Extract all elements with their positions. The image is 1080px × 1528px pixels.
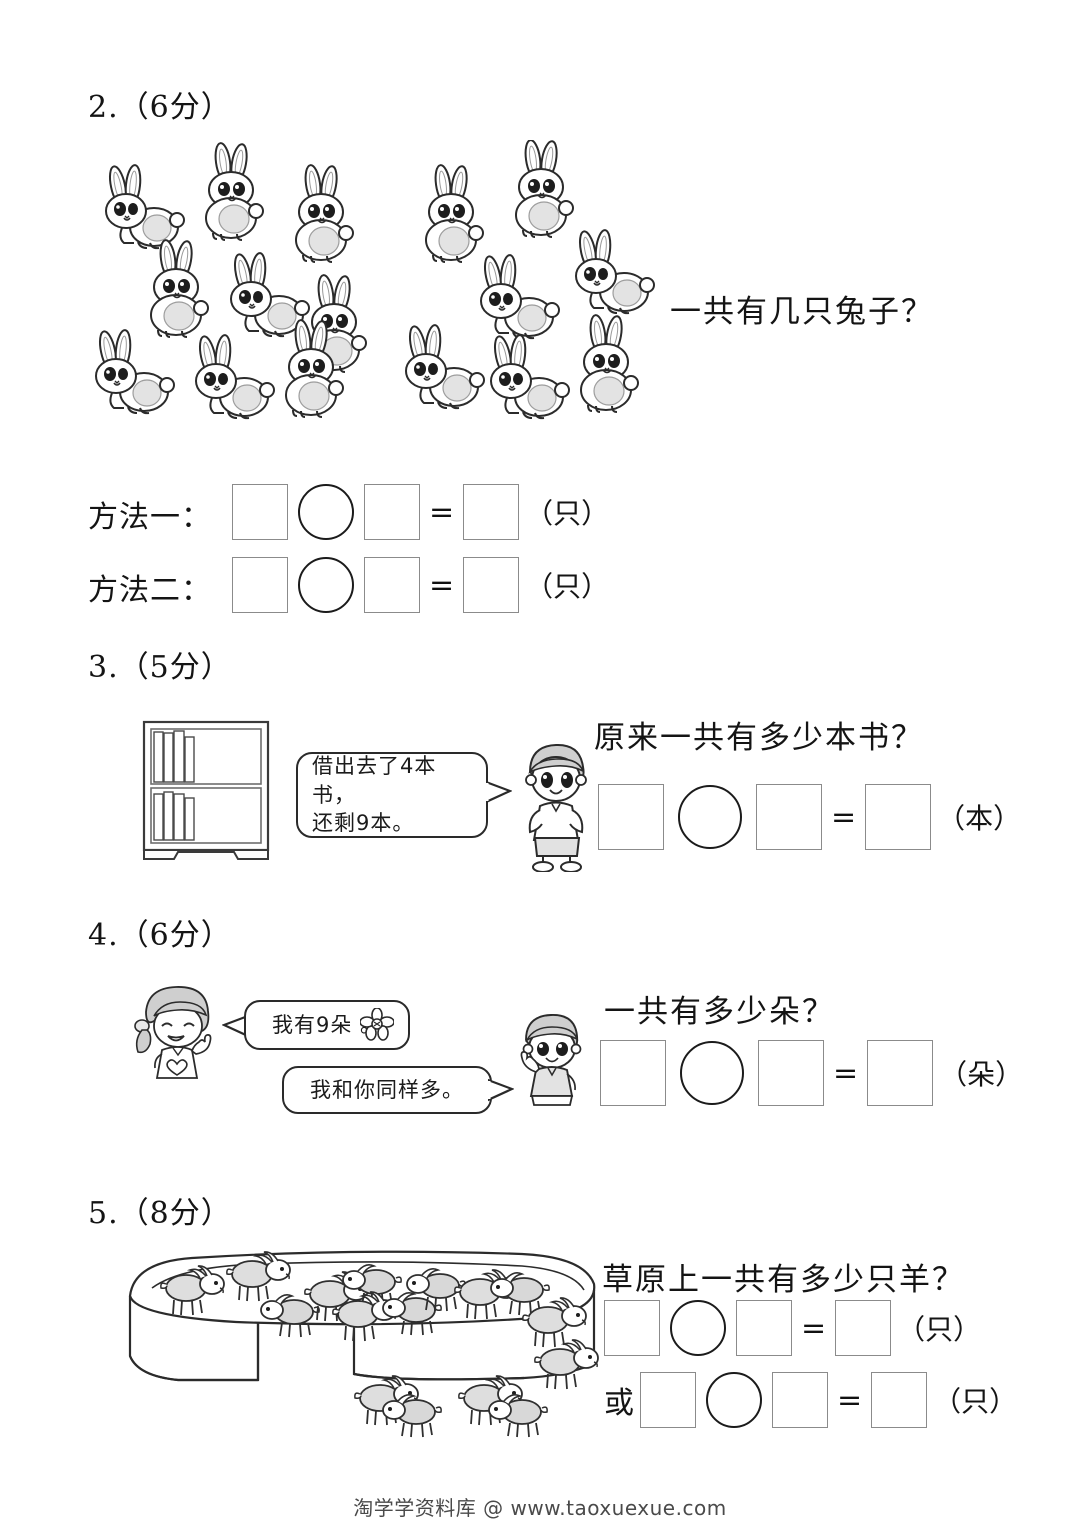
alternative-label: 或: [604, 1386, 634, 1421]
answer-row-method-one[interactable]: = （只）: [232, 484, 609, 540]
answer-box[interactable]: [736, 1300, 792, 1356]
question-2-number: 2.（6分）: [88, 90, 232, 125]
operator-circle[interactable]: [670, 1300, 726, 1356]
operator-circle[interactable]: [298, 484, 354, 540]
question-2-prompt: 一共有几只兔子？: [670, 294, 934, 330]
answer-box[interactable]: [364, 557, 420, 613]
result-box[interactable]: [463, 557, 520, 613]
answer-box[interactable]: [364, 484, 420, 540]
operator-circle[interactable]: [680, 1041, 744, 1105]
answer-box[interactable]: [772, 1372, 828, 1428]
equals-sign: =: [831, 799, 857, 835]
answer-box[interactable]: [232, 484, 288, 540]
result-box[interactable]: [463, 484, 520, 540]
site-footer: 淘学学资料库 @ www.taoxuexue.com: [353, 1496, 727, 1520]
result-box[interactable]: [865, 784, 932, 850]
rabbits-illustration: [78, 140, 658, 450]
answer-row-method-two[interactable]: = （只）: [232, 557, 609, 613]
answer-row-q3[interactable]: = （本）: [598, 784, 1021, 850]
result-box[interactable]: [835, 1300, 892, 1356]
unit-label: （本）: [937, 802, 1022, 835]
equals-sign: =: [429, 494, 455, 530]
unit-label: （只）: [525, 497, 610, 530]
answer-box[interactable]: [600, 1040, 666, 1106]
unit-label: （只）: [525, 570, 610, 603]
answer-box[interactable]: [232, 557, 288, 613]
question-4-prompt: 一共有多少朵？: [604, 994, 835, 1030]
question-5-prompt: 草原上一共有多少只羊？: [602, 1262, 965, 1298]
equals-sign: =: [429, 567, 455, 603]
flower-icon: [360, 1008, 394, 1042]
result-box[interactable]: [871, 1372, 928, 1428]
unit-label: （只）: [897, 1313, 982, 1346]
girl-figure-q4: [122, 982, 234, 1094]
bookshelf-illustration: [138, 718, 278, 863]
bubble-text-boy: 我和你同样多。: [310, 1077, 464, 1102]
equals-sign: =: [801, 1310, 827, 1346]
answer-row-q5-second[interactable]: 或 = （只）: [604, 1372, 1017, 1428]
answer-row-q4[interactable]: = （朵）: [600, 1040, 1023, 1106]
operator-circle[interactable]: [678, 785, 742, 849]
question-3-prompt: 原来一共有多少本书？: [594, 720, 924, 756]
answer-box[interactable]: [640, 1372, 696, 1428]
bubble-tail-boy: [488, 1076, 514, 1104]
question-4-number: 4.（6分）: [88, 918, 232, 953]
boy-figure-q4: [512, 1012, 592, 1110]
answer-box[interactable]: [756, 784, 822, 850]
answer-box[interactable]: [758, 1040, 824, 1106]
bubble-tail-q3: [486, 778, 512, 806]
answer-row-q5-first[interactable]: = （只）: [604, 1300, 981, 1356]
answer-box[interactable]: [598, 784, 664, 850]
sheep-pen-illustration: [118, 1248, 608, 1463]
boy-speech-bubble: 我和你同样多。: [282, 1066, 492, 1114]
question-5-number: 5.（8分）: [88, 1196, 232, 1231]
result-box[interactable]: [867, 1040, 934, 1106]
unit-label: （朵）: [939, 1058, 1024, 1091]
unit-label: （只）: [933, 1385, 1018, 1418]
boy-figure-q3: [514, 738, 598, 872]
method-two-label: 方法二：: [88, 573, 212, 608]
bookshelf-speech-bubble: 借出去了4本书， 还剩9本。: [296, 752, 488, 838]
bubble-text: 借出去了4本书， 还剩9本。: [312, 754, 437, 836]
operator-circle[interactable]: [298, 557, 354, 613]
question-3-number: 3.（5分）: [88, 650, 232, 685]
equals-sign: =: [837, 1382, 863, 1418]
equals-sign: =: [833, 1055, 859, 1091]
method-one-label: 方法一：: [88, 500, 212, 535]
answer-box[interactable]: [604, 1300, 660, 1356]
operator-circle[interactable]: [706, 1372, 762, 1428]
